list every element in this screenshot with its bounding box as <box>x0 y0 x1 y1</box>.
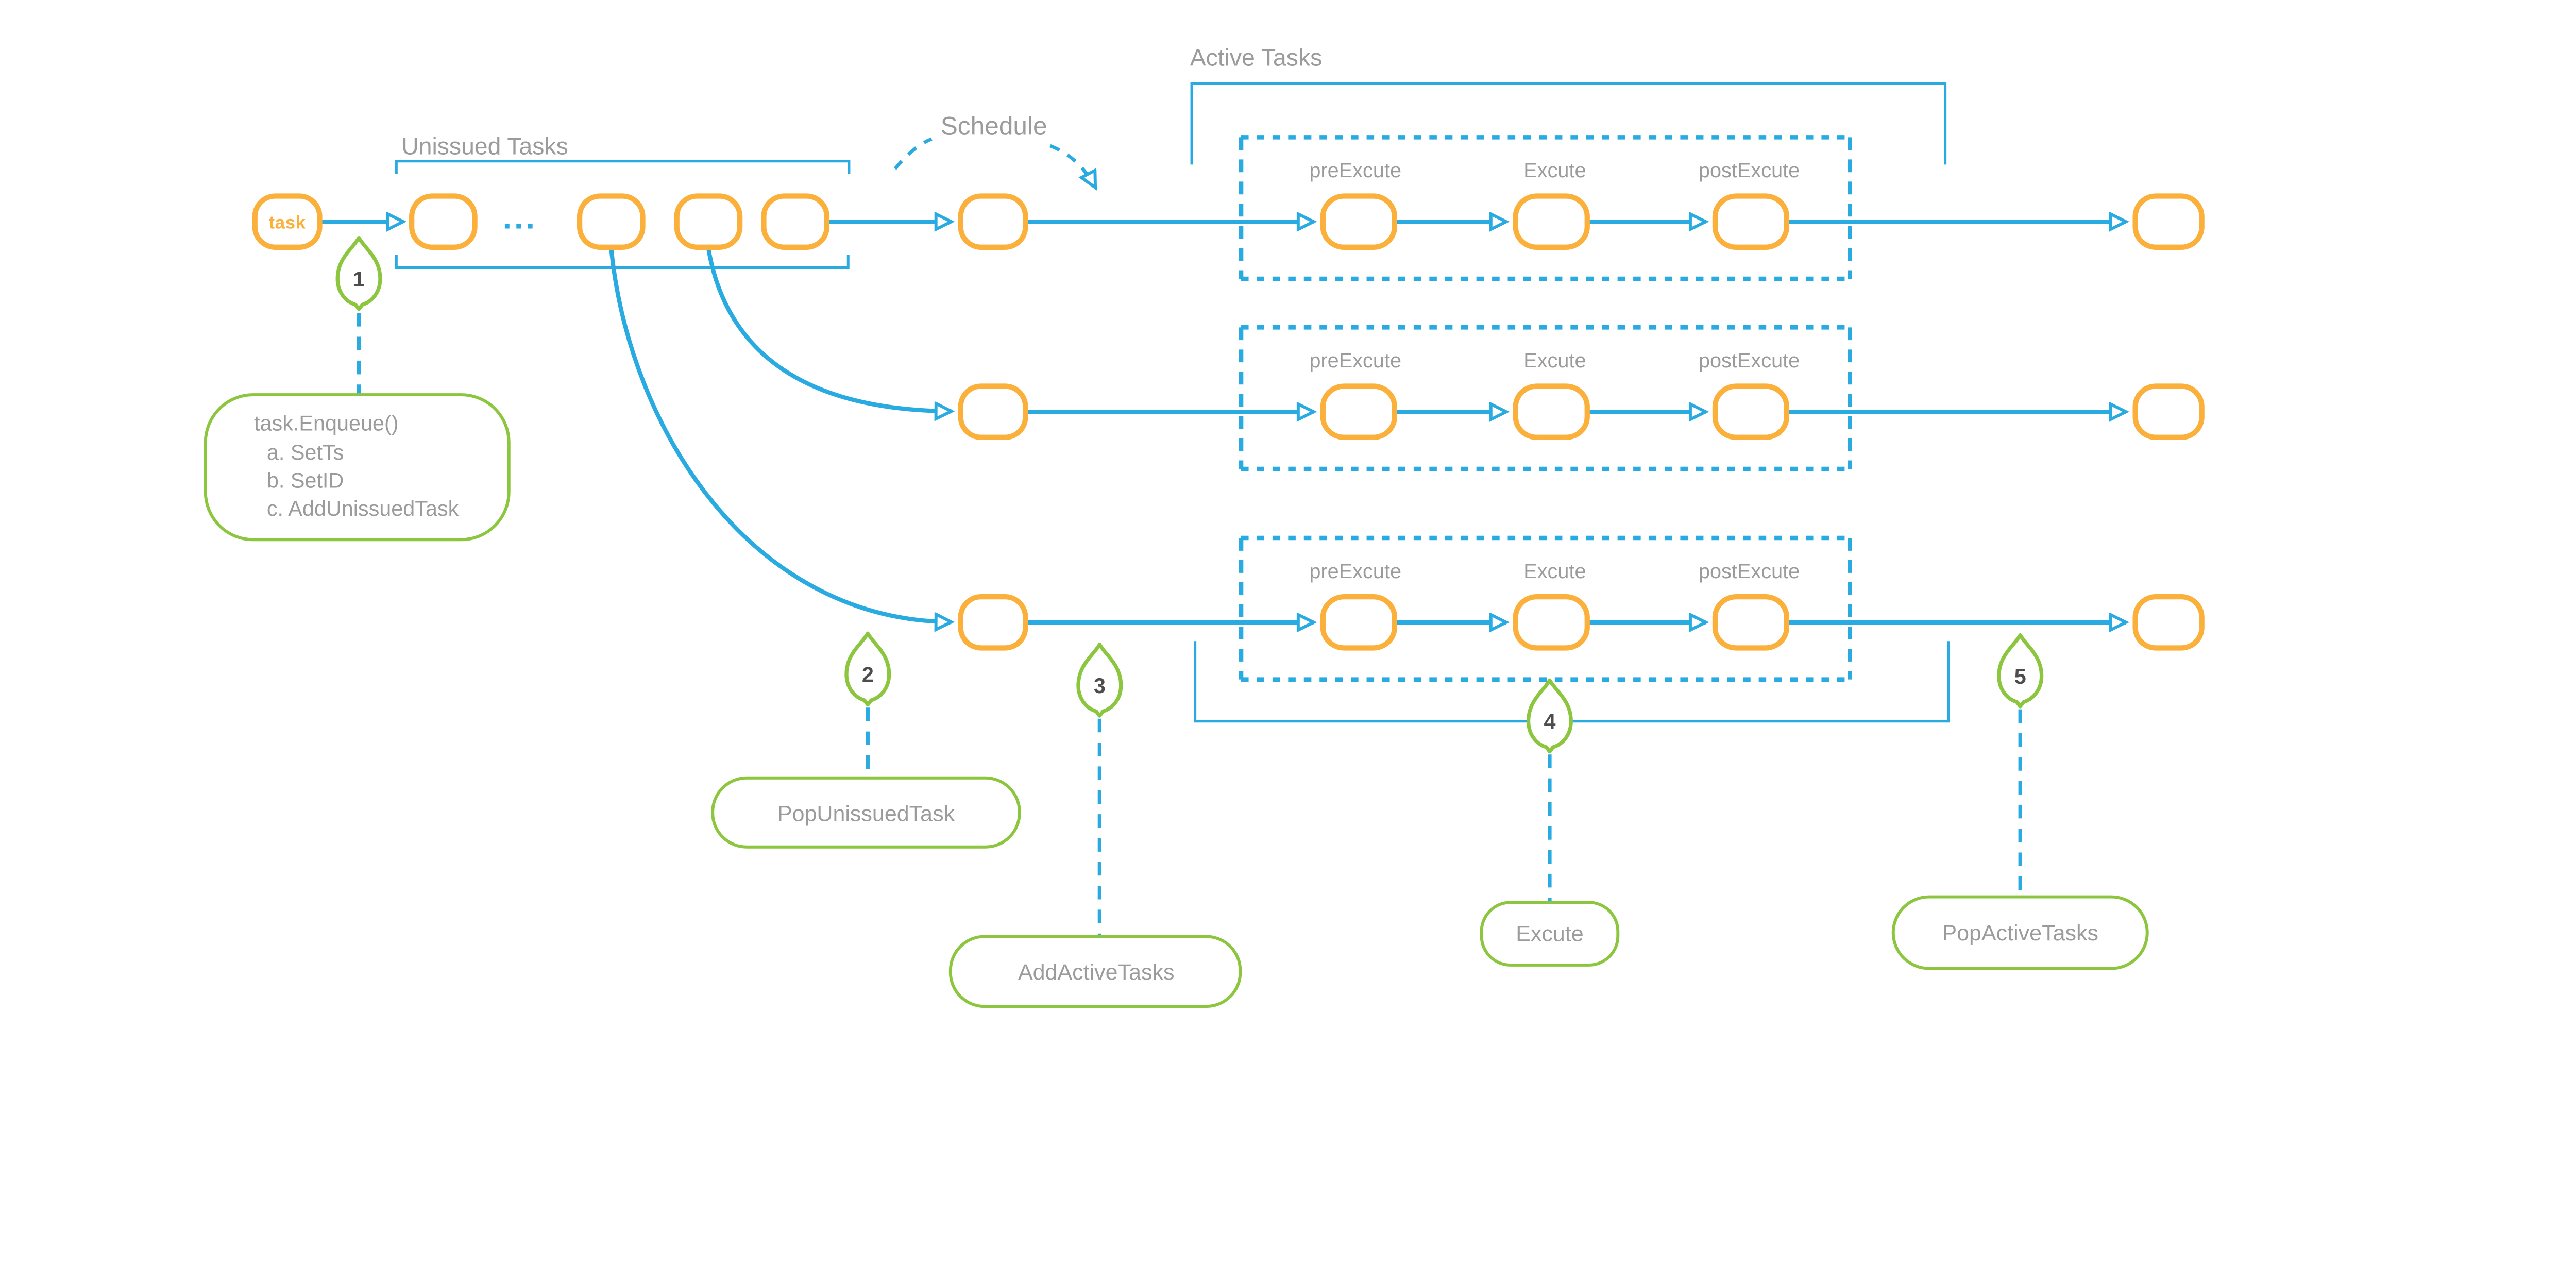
schedule-label: Schedule <box>941 111 1047 140</box>
flow-arrows <box>320 222 2126 622</box>
queue-node-2 <box>577 193 646 250</box>
postexcute-node-row1 <box>1712 193 1790 250</box>
step-marker-5: 5 <box>1999 635 2042 706</box>
active-tasks-label: Active Tasks <box>1190 44 1323 71</box>
annotation-excute: Excute <box>1480 901 1620 967</box>
schedule-arc-arrow <box>1049 144 1095 188</box>
annotation-excute-label: Excute <box>1516 922 1583 947</box>
preexcute-node-row2 <box>1320 383 1397 440</box>
worker-row-3 <box>958 594 2205 651</box>
stage-label-excute-row3: Excute <box>1523 560 1586 583</box>
marker2-number: 2 <box>862 663 874 687</box>
excute-node-row2 <box>1513 383 1590 440</box>
excute-node-row3 <box>1513 594 1590 651</box>
stage-label-preexcute-row2: preExcute <box>1309 349 1401 372</box>
task-scheduler-flow-diagram: Unissued Tasks Active Tasks preExcute Ex… <box>204 44 2205 1008</box>
stage-label-preexcute-row1: preExcute <box>1309 159 1401 182</box>
stage-label-excute-row2: Excute <box>1523 349 1586 372</box>
stage-label-postexcute-row1: postExcute <box>1699 159 1800 182</box>
annotation-task-enqueue-line2: a. SetTs <box>267 441 344 464</box>
marker4-number: 4 <box>1544 710 1555 734</box>
annotation-pop-active-tasks-label: PopActiveTasks <box>1942 921 2098 946</box>
scheduled-task-node-row2 <box>958 383 1028 440</box>
execution-box-row3: preExcute Excute postExcute <box>1239 535 1852 682</box>
annotation-pop-active-tasks-box <box>1891 895 2149 970</box>
stage-label-postexcute-row2: postExcute <box>1699 349 1800 372</box>
queue-ellipsis: ... <box>503 199 537 235</box>
step-marker-3: 3 <box>1078 645 1121 716</box>
execution-box-row1: preExcute Excute postExcute <box>1239 135 1852 281</box>
scheduled-task-node-row1 <box>958 193 1028 250</box>
step-marker-2: 2 <box>846 633 889 704</box>
annotation-excute-box <box>1480 901 1620 967</box>
annotation-task-enqueue-line1: task.Enqueue() <box>254 412 398 435</box>
annotation-task-enqueue-line4: c. AddUnissuedTask <box>267 497 459 520</box>
step-markers: 1 2 3 4 5 <box>337 238 2041 946</box>
end-node-row1 <box>2132 193 2205 250</box>
worker-row-2 <box>958 383 2205 440</box>
queue-node-3 <box>674 193 743 250</box>
step-marker-4: 4 <box>1529 680 1571 751</box>
arrow-queue-to-scheduled-row2 <box>706 247 952 411</box>
annotation-add-active-tasks-box <box>948 935 1242 1008</box>
postexcute-node-row3 <box>1712 594 1790 651</box>
excute-node-row1 <box>1513 193 1590 250</box>
end-node-row2 <box>2132 383 2205 440</box>
annotation-pop-unissued-task-box <box>711 776 1021 849</box>
worker-row-1 <box>958 193 2205 250</box>
preexcute-node-row1 <box>1320 193 1397 250</box>
unissued-task-queue: ... <box>409 193 830 250</box>
unissued-tasks-bracket-bottom <box>395 255 850 269</box>
queue-node-4 <box>761 193 830 250</box>
postexcute-node-row2 <box>1712 383 1790 440</box>
queue-node-1 <box>409 193 478 250</box>
annotation-add-active-tasks-label: AddActiveTasks <box>1018 960 1175 985</box>
active-tasks-bracket-top <box>1190 82 1947 165</box>
stage-label-excute-row1: Excute <box>1523 159 1586 182</box>
annotation-pop-unissued-task-label: PopUnissuedTask <box>777 801 955 826</box>
step-marker-1: 1 <box>337 238 380 309</box>
scheduled-task-node-row3 <box>958 594 1028 651</box>
preexcute-node-row3 <box>1320 594 1397 651</box>
marker1-number: 1 <box>353 267 365 291</box>
arrow-queue-to-scheduled-row3 <box>609 248 951 622</box>
diagram-canvas: Unissued Tasks Active Tasks preExcute Ex… <box>204 44 2205 1008</box>
task-source: task <box>252 193 323 250</box>
end-node-row3 <box>2132 594 2205 651</box>
unissued-tasks-label: Unissued Tasks <box>401 132 568 159</box>
annotation-task-enqueue-line3: b. SetID <box>267 468 344 492</box>
schedule-annotation: Schedule <box>893 111 1095 188</box>
task-node-label: task <box>268 213 306 232</box>
unissued-tasks-section: Unissued Tasks <box>395 132 851 269</box>
annotation-add-active-tasks: AddActiveTasks <box>948 935 1242 1008</box>
execution-box-row2: preExcute Excute postExcute <box>1239 325 1852 471</box>
stage-label-postexcute-row3: postExcute <box>1699 560 1800 583</box>
task-node <box>252 193 323 250</box>
annotation-pop-active-tasks: PopActiveTasks <box>1891 895 2149 970</box>
marker3-number: 3 <box>1094 674 1106 698</box>
unissued-tasks-bracket-top <box>395 160 851 174</box>
stage-label-preexcute-row3: preExcute <box>1309 560 1401 583</box>
annotation-task-enqueue-box <box>204 393 511 542</box>
annotation-pop-unissued-task: PopUnissuedTask <box>711 776 1021 849</box>
annotation-task-enqueue: task.Enqueue() a. SetTs b. SetID c. AddU… <box>204 393 511 542</box>
marker5-number: 5 <box>2014 665 2026 688</box>
schedule-arc-left <box>893 137 933 170</box>
